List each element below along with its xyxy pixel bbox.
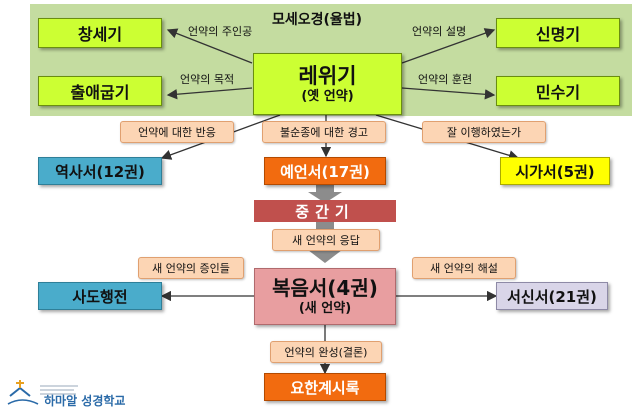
gospels-label: 복음서(4권) [272,275,378,300]
arrow-to-numbers [401,28,496,64]
numbers-relation-label: 언약의 설명 [412,25,467,38]
arrow-to-genesis [166,28,253,64]
epistles-box: 서신서(21권) [496,282,608,310]
witnesses-label: 새 언약의 증인들 [138,257,244,279]
completion-label: 언약의 완성(결론) [270,341,382,363]
gospels-box: 복음서(4권) (새 언약) [254,268,396,325]
down-arrow-1 [308,185,342,203]
gospels-sub-label: (새 언약) [298,300,352,316]
genesis-relation-label: 언약의 주인공 [188,25,253,38]
exodus-relation-label: 언약의 목적 [180,73,235,86]
fulfillment-response-label: 새 언약의 응답 [272,229,380,251]
genesis-box: 창세기 [38,18,162,48]
leviticus-box: 레위기 (옛 언약) [253,53,402,115]
school-name: 하마알 성경학교 [44,394,126,408]
history-response-label: 언약에 대한 반응 [120,121,234,143]
poetry-response-label: 잘 이행하였는가 [422,121,546,143]
prophets-books-box: 예언서(17권) [264,157,386,185]
acts-box: 사도행전 [38,282,162,310]
deuteronomy-box: 민수기 [496,76,620,106]
school-logo-icon [7,380,78,405]
arrow-to-exodus [166,87,253,100]
poetry-books-box: 시가서(5권) [500,157,610,185]
explanation-label: 새 언약의 해설 [412,257,516,279]
numbers-box: 신명기 [496,18,620,48]
pentateuch-title: 모세오경(율법) [271,12,363,28]
prophets-response-label: 불순종에 대한 경고 [262,121,386,143]
leviticus-label: 레위기 [298,63,357,88]
exodus-box: 출애굽기 [38,76,162,106]
revelation-box: 요한계시록 [264,373,386,401]
arrow-to-deuteronomy [401,87,496,100]
history-books-box: 역사서(12권) [38,157,162,185]
deuteronomy-relation-label: 언약의 훈련 [418,73,473,86]
leviticus-sub-label: (옛 언약) [301,88,354,104]
intertestament-bar: 중간기 [254,200,396,222]
